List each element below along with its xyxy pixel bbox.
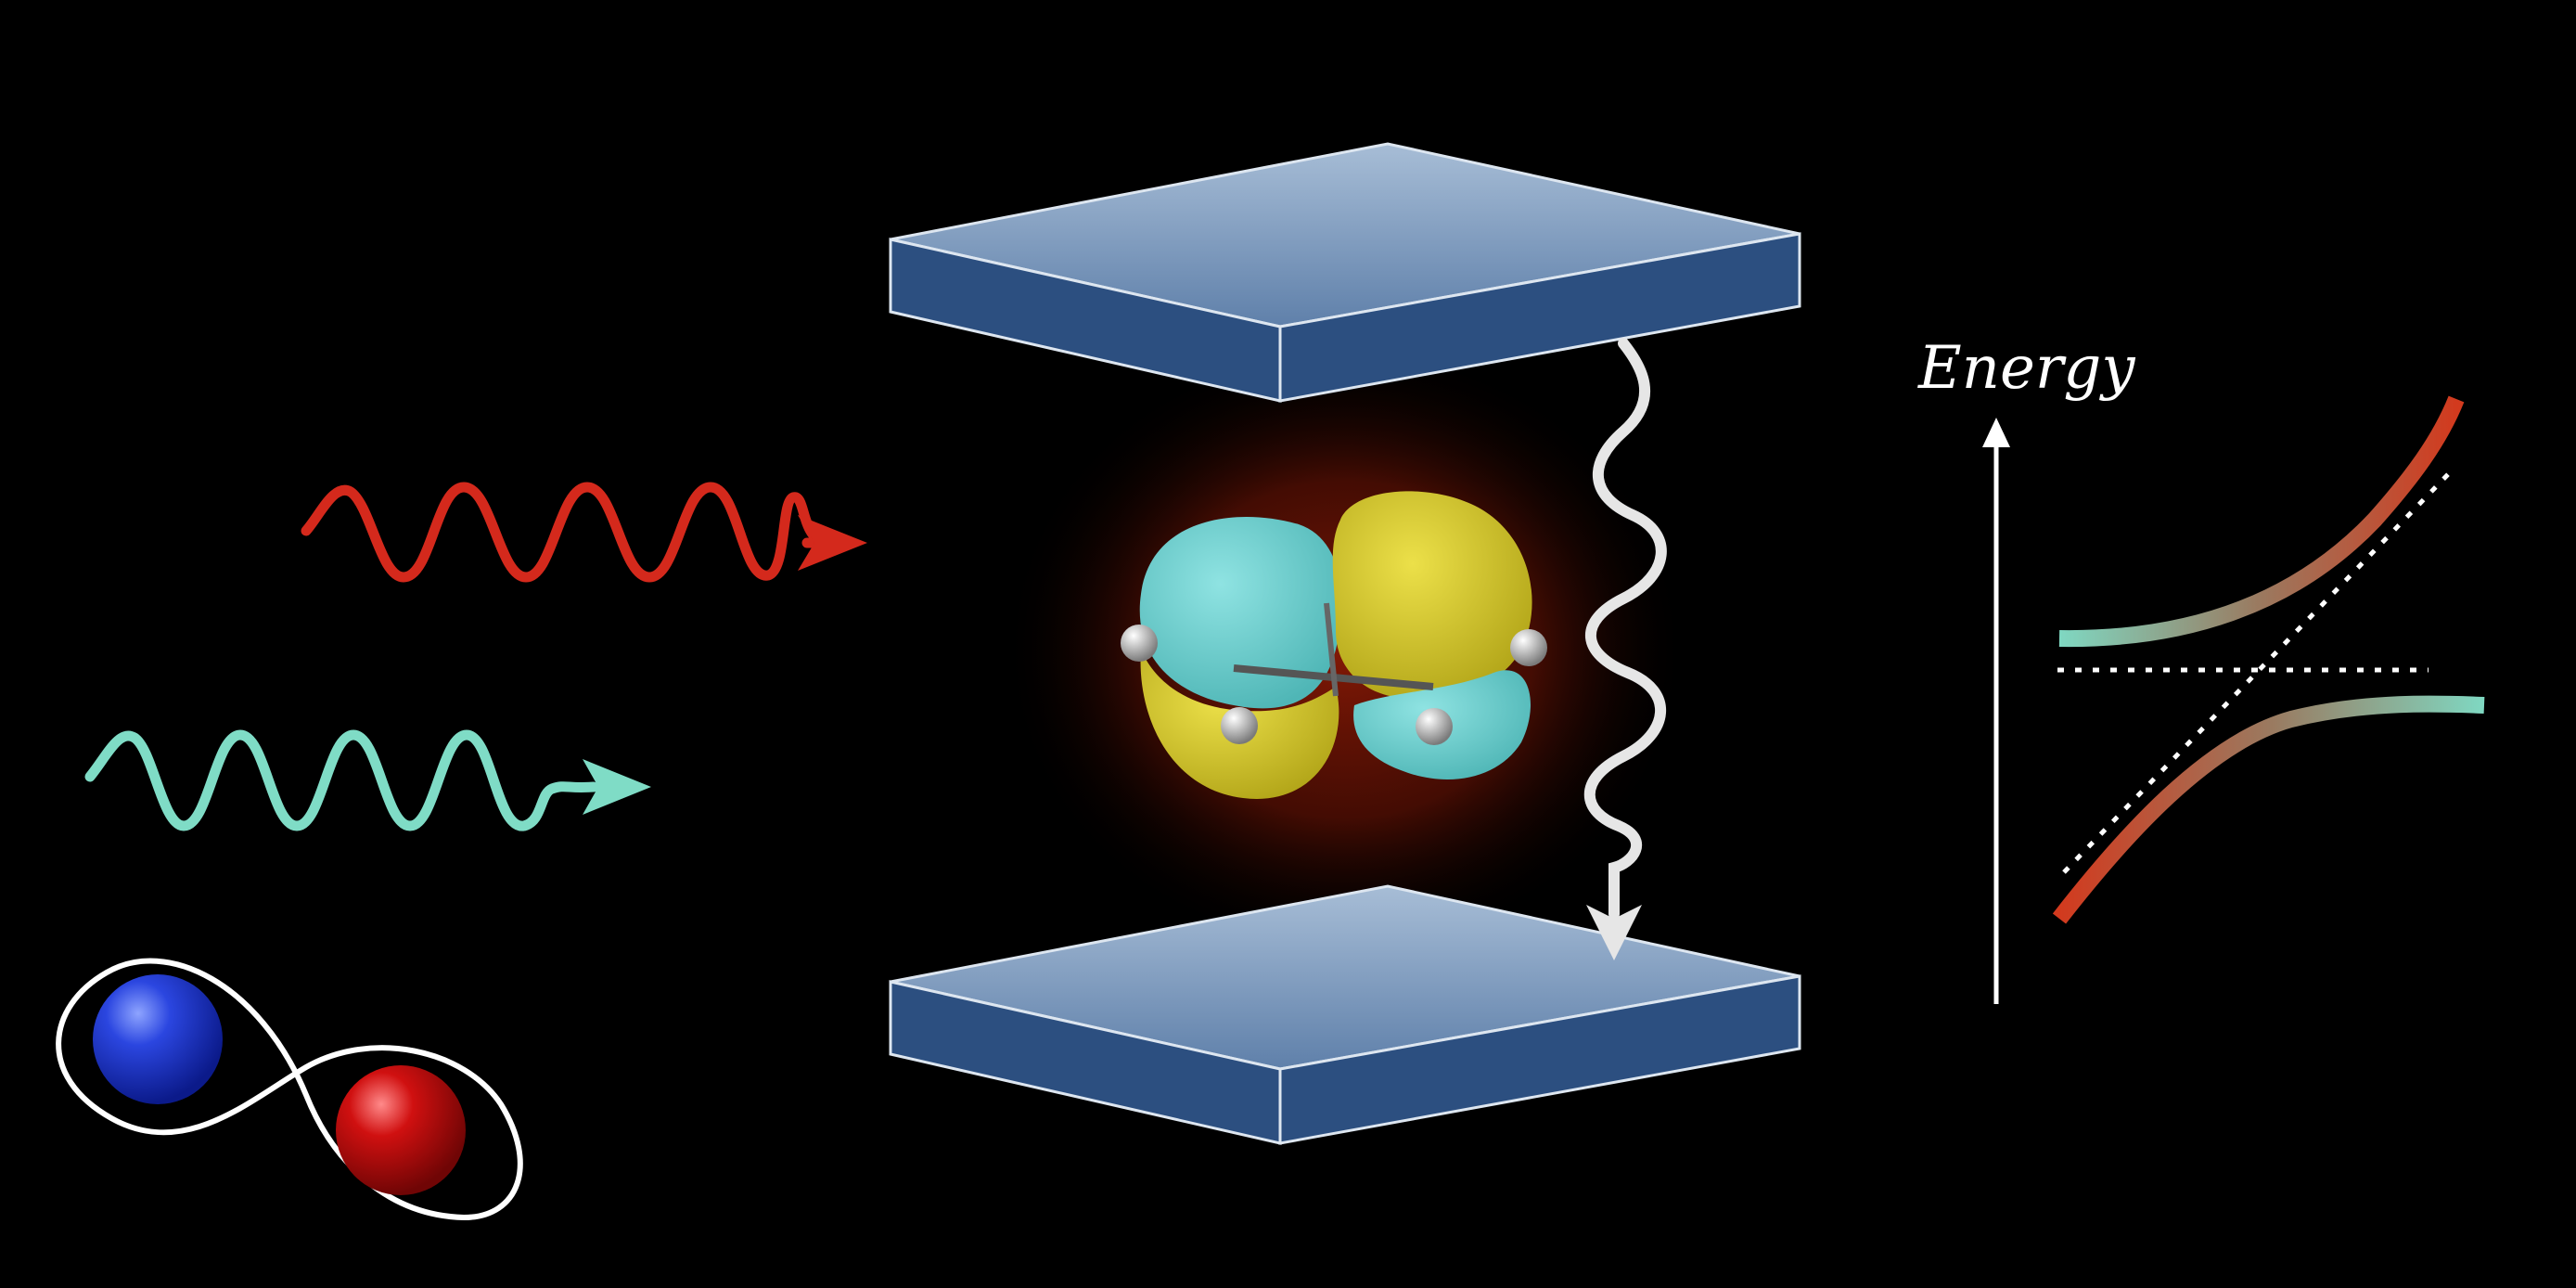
lower-polariton-branch: [2052, 695, 2485, 924]
energy-axis-label: Energy: [1917, 334, 2135, 403]
hydrogen-atom: [1510, 629, 1547, 666]
hydrogen-atom: [1416, 708, 1453, 745]
cavity-mirror-top: [889, 142, 1801, 403]
incoming-photon-red: [301, 482, 867, 583]
incoming-photon-teal: [84, 729, 651, 831]
avoided-crossing-plot: Energy: [1917, 334, 2485, 1004]
entangled-sphere-pair: [56, 958, 523, 1221]
emitted-photon-arrow: [1583, 338, 1667, 960]
cavity-mirror-bottom: [889, 884, 1801, 1145]
cavity-mode-dashed: [2062, 467, 2455, 874]
hydrogen-atom: [1221, 707, 1258, 744]
blue-sphere: [93, 974, 223, 1104]
red-sphere: [336, 1065, 466, 1195]
energy-axis-arrowhead: [1982, 418, 2010, 447]
upper-polariton-branch: [2058, 395, 2465, 648]
molecule-orbital: [1121, 491, 1547, 799]
hydrogen-atom: [1121, 625, 1158, 662]
